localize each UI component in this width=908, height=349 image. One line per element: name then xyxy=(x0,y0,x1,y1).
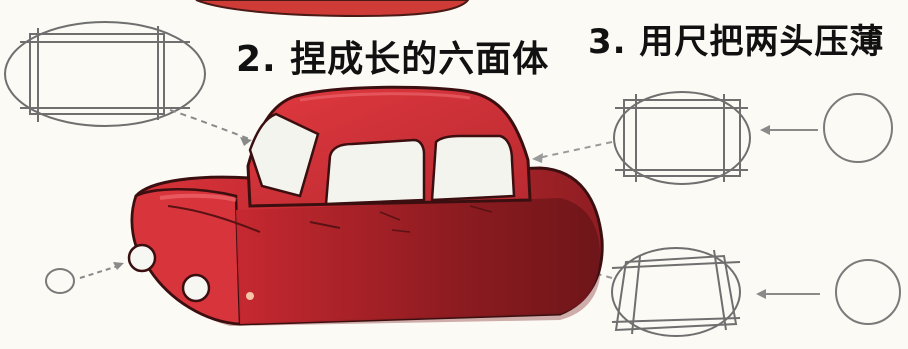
arrowhead-icon xyxy=(756,289,766,299)
sketch-circle-left xyxy=(45,268,75,294)
arrowhead-icon xyxy=(240,137,252,146)
arrowhead-icon xyxy=(760,125,770,135)
sketch-box-oval-left xyxy=(4,21,206,127)
step-3-caption: 3. 用尺把两头压薄 xyxy=(588,22,885,62)
headlight-right xyxy=(181,273,211,303)
headlight-left xyxy=(127,243,157,273)
sketch-box-oval-right-bottom xyxy=(611,247,741,337)
sketch-circle-right-top xyxy=(823,93,893,163)
clay-piece-top xyxy=(195,0,470,18)
step-2-caption: 2. 捏成长的六面体 xyxy=(236,39,550,80)
arrowhead-icon xyxy=(113,262,124,270)
sketch-box-oval-right-top xyxy=(613,91,751,185)
clay-car xyxy=(127,85,604,326)
dashed-arrow-1 xyxy=(169,109,253,141)
sketch-circle-right-bottom xyxy=(835,259,901,325)
arrowhead-icon xyxy=(532,153,543,163)
